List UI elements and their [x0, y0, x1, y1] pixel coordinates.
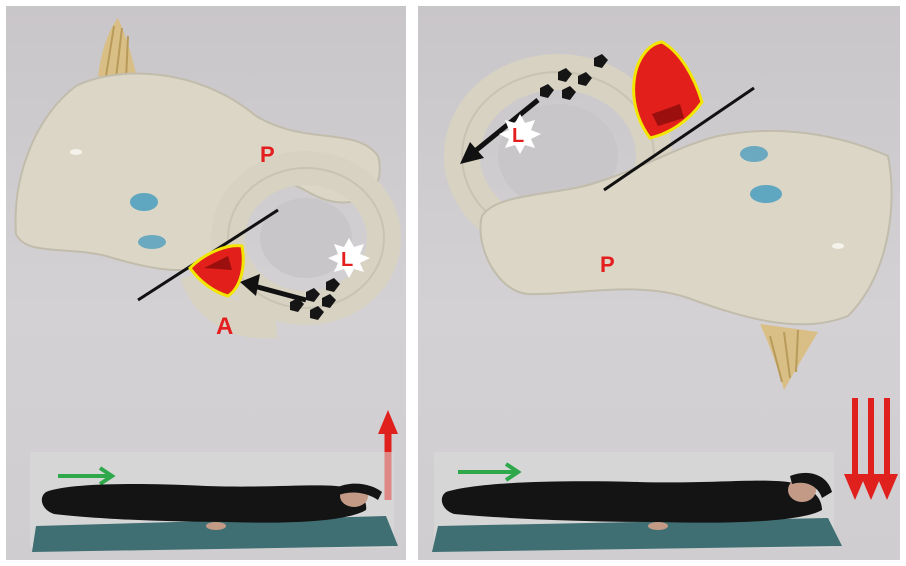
left-panel-drawing: P A L: [6, 6, 406, 560]
label-p: P: [600, 252, 615, 277]
marker-dot: [832, 243, 844, 249]
label-a: A: [216, 313, 233, 340]
label-l: L: [341, 249, 353, 271]
cupula-icon: [634, 42, 702, 138]
marker-dot: [740, 146, 768, 162]
label-p: P: [260, 142, 275, 167]
label-l: L: [512, 125, 524, 147]
right-panel: P L: [418, 6, 900, 560]
downward-motion-arrows: [844, 398, 898, 500]
marker-dot: [130, 193, 158, 211]
left-panel: P A L: [6, 6, 406, 560]
right-panel-drawing: P L: [418, 6, 900, 560]
marker-dot: [138, 235, 166, 249]
marker-dot: [750, 185, 782, 203]
crus-fringe-bottom: [760, 324, 818, 390]
marker-dot: [70, 149, 82, 155]
